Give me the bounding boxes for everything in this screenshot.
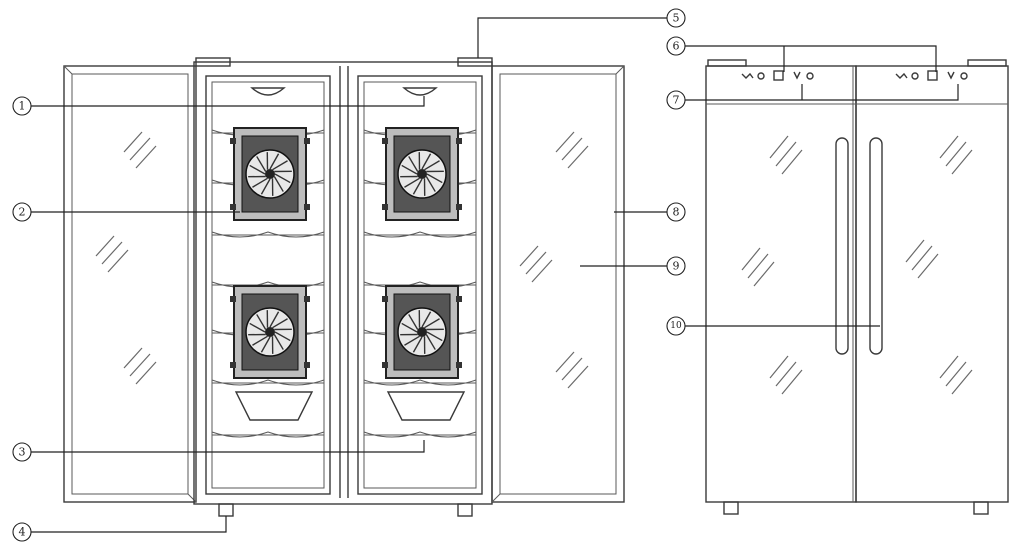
callout-1: 1 bbox=[12, 96, 32, 116]
svg-text:3: 3 bbox=[19, 446, 26, 459]
left-open-door bbox=[63, 65, 197, 503]
svg-text:6: 6 bbox=[673, 40, 680, 53]
wine-shelf bbox=[363, 231, 477, 238]
leader-lines bbox=[30, 17, 959, 533]
open-cabinet-view bbox=[63, 57, 625, 517]
fans bbox=[230, 127, 462, 379]
callout-5: 5 bbox=[666, 8, 686, 28]
right-open-door bbox=[491, 65, 625, 503]
leveling-foot bbox=[457, 503, 473, 517]
wine-shelf bbox=[211, 281, 325, 288]
wine-shelf bbox=[363, 281, 477, 288]
door-handle bbox=[835, 137, 849, 355]
glass-reflection bbox=[741, 135, 973, 395]
glass-reflection bbox=[95, 131, 157, 385]
callout-6: 6 bbox=[666, 36, 686, 56]
svg-text:1: 1 bbox=[19, 100, 26, 113]
callout-3: 3 bbox=[12, 442, 32, 462]
leveling-foot bbox=[973, 501, 989, 515]
wine-shelf bbox=[211, 431, 325, 438]
bottom-basket bbox=[234, 391, 466, 421]
svg-text:9: 9 bbox=[673, 260, 680, 273]
wine-shelf bbox=[211, 379, 325, 386]
callout-9: 9 bbox=[666, 256, 686, 276]
callout-8: 8 bbox=[666, 202, 686, 222]
closed-left-door bbox=[705, 65, 857, 503]
leveling-foot bbox=[723, 501, 739, 515]
glass-reflection bbox=[519, 131, 589, 389]
wine-shelf bbox=[363, 379, 477, 386]
control-panel bbox=[895, 70, 968, 81]
closed-right-door bbox=[855, 65, 1009, 503]
callout-2: 2 bbox=[12, 202, 32, 222]
control-panel bbox=[741, 70, 814, 81]
callout-10: 10 bbox=[666, 316, 686, 336]
svg-text:10: 10 bbox=[670, 321, 682, 331]
interior-light bbox=[250, 87, 438, 96]
closed-cabinet-view bbox=[705, 59, 1009, 515]
svg-text:5: 5 bbox=[673, 12, 680, 25]
callout-4: 4 bbox=[12, 522, 32, 542]
svg-text:2: 2 bbox=[19, 206, 26, 219]
wine-shelf bbox=[363, 431, 477, 438]
fan-icon bbox=[230, 285, 310, 379]
callout-7: 7 bbox=[666, 90, 686, 110]
svg-text:7: 7 bbox=[673, 94, 680, 107]
svg-text:4: 4 bbox=[19, 526, 26, 539]
fan-icon bbox=[382, 127, 462, 221]
leveling-foot bbox=[218, 503, 234, 517]
wine-shelf bbox=[211, 231, 325, 238]
svg-text:8: 8 bbox=[673, 206, 680, 219]
fan-icon bbox=[382, 285, 462, 379]
door-handle bbox=[869, 137, 883, 355]
fan-icon bbox=[230, 127, 310, 221]
